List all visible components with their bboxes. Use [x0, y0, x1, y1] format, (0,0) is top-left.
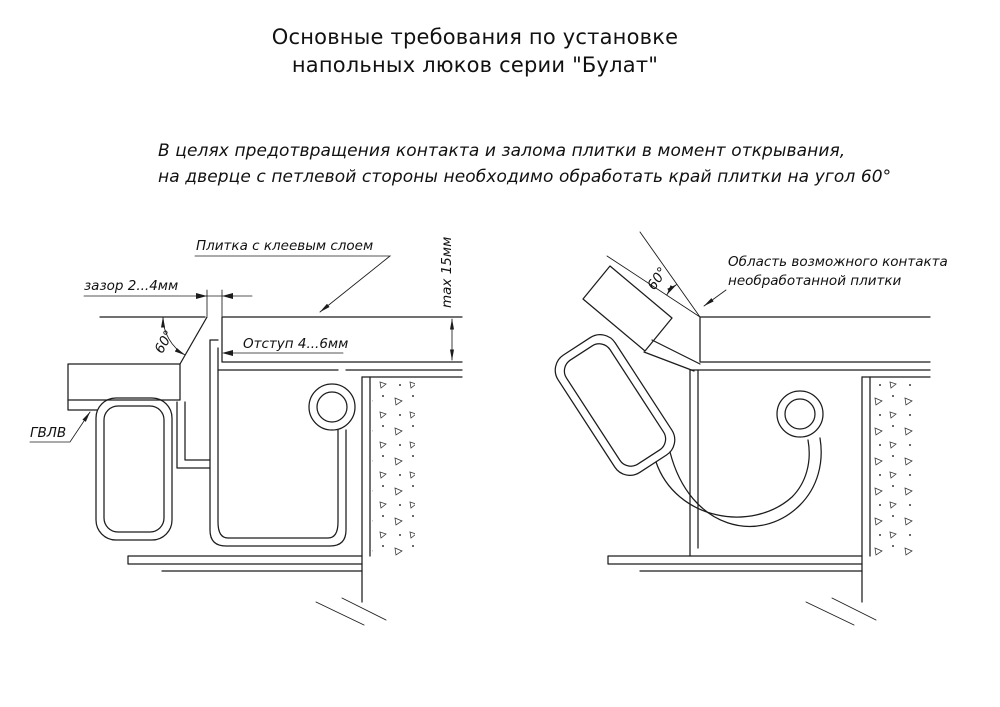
- offset-dimension-label: Отступ 4...6мм: [243, 336, 348, 352]
- opening-frame-wall: [689, 369, 699, 557]
- hinge-barrel-outer-right: [776, 390, 824, 438]
- bevel-angle-arc: [161, 316, 186, 356]
- frame-ledge: [176, 401, 211, 469]
- open-door-tile-hatch: [582, 265, 673, 352]
- unprocessed-tile-edges: [606, 231, 701, 318]
- section-break-lines: [315, 597, 387, 626]
- open-door-profile: [554, 334, 676, 476]
- door-tile-outline: [221, 316, 463, 363]
- contact-angle-label: 60°: [644, 264, 671, 293]
- tile-label: Плитка с клеевым слоем: [196, 238, 373, 254]
- hinge-barrel-inner: [316, 391, 348, 423]
- frame-profile-inner: [103, 405, 165, 533]
- gap-arrow-left: [196, 293, 207, 299]
- frame-bottom-flange-right: [607, 555, 863, 572]
- contact-angle-arc: [666, 283, 678, 296]
- door-pan-outer: [209, 339, 347, 547]
- frame-bottom-flange: [127, 555, 363, 572]
- gap-arrow-right: [222, 293, 233, 299]
- door-arm-inner: [655, 439, 810, 518]
- contact-area-label-line1: Область возможного контакта: [728, 254, 948, 270]
- frame-profile-outer: [95, 397, 173, 541]
- contact-area-leader: [703, 289, 727, 307]
- section-break-lines-right: [805, 597, 877, 626]
- tile-bevel-edge: [179, 316, 208, 365]
- drawing-title: Основные требования по установке напольн…: [0, 24, 950, 79]
- hinge-barrel-inner-right: [784, 398, 816, 430]
- closed-view-dimensions: зазор 2...4мм 60° Плитка с клеевым слоем…: [29, 237, 455, 443]
- concrete-fill: [372, 380, 415, 556]
- closed-hatch-view: зазор 2...4мм 60° Плитка с клеевым слоем…: [29, 237, 463, 626]
- note-line-2: на дверце с петлевой стороны необходимо …: [158, 166, 892, 187]
- offset-arrow: [222, 350, 233, 356]
- max-thickness-label: max 15мм: [439, 237, 455, 308]
- gvl-layer-lines: [67, 399, 98, 411]
- open-hatch-view: 60° Область возможного контакта необрабо…: [554, 231, 948, 626]
- door-arm-outer: [669, 437, 822, 527]
- bevel-angle-label: 60°: [152, 328, 178, 357]
- title-line-2: напольных люков серии "Булат": [291, 52, 659, 77]
- frame-right-wall-right: [861, 376, 871, 603]
- gvl-label: ГВЛВ: [30, 425, 66, 441]
- gvl-leader: [29, 411, 91, 443]
- tile-label-leader: [194, 255, 392, 313]
- title-line-1: Основные требования по установке: [271, 25, 679, 49]
- concrete-fill-right: [872, 380, 914, 556]
- note-line-1: В целях предотвращения контакта и залома…: [158, 141, 846, 161]
- door-profile-outer: [554, 334, 676, 476]
- door-pan-inner: [217, 347, 339, 539]
- installation-note: В целях предотвращения контакта и залома…: [158, 139, 891, 190]
- gap-extension-lines: [206, 289, 223, 317]
- door-lip-contact: [643, 339, 701, 372]
- frame-top-flange: [345, 369, 463, 378]
- fixed-floor-tile-outline: [689, 316, 931, 378]
- frame-right-wall: [361, 376, 371, 603]
- gap-dimension-label: зазор 2...4мм: [84, 278, 178, 294]
- contact-area-label-line2: необработанной плитки: [728, 273, 902, 289]
- door-profile-inner: [563, 343, 667, 467]
- tile-adhesive-hatch: [67, 363, 181, 401]
- hinge-barrel-outer: [308, 383, 356, 431]
